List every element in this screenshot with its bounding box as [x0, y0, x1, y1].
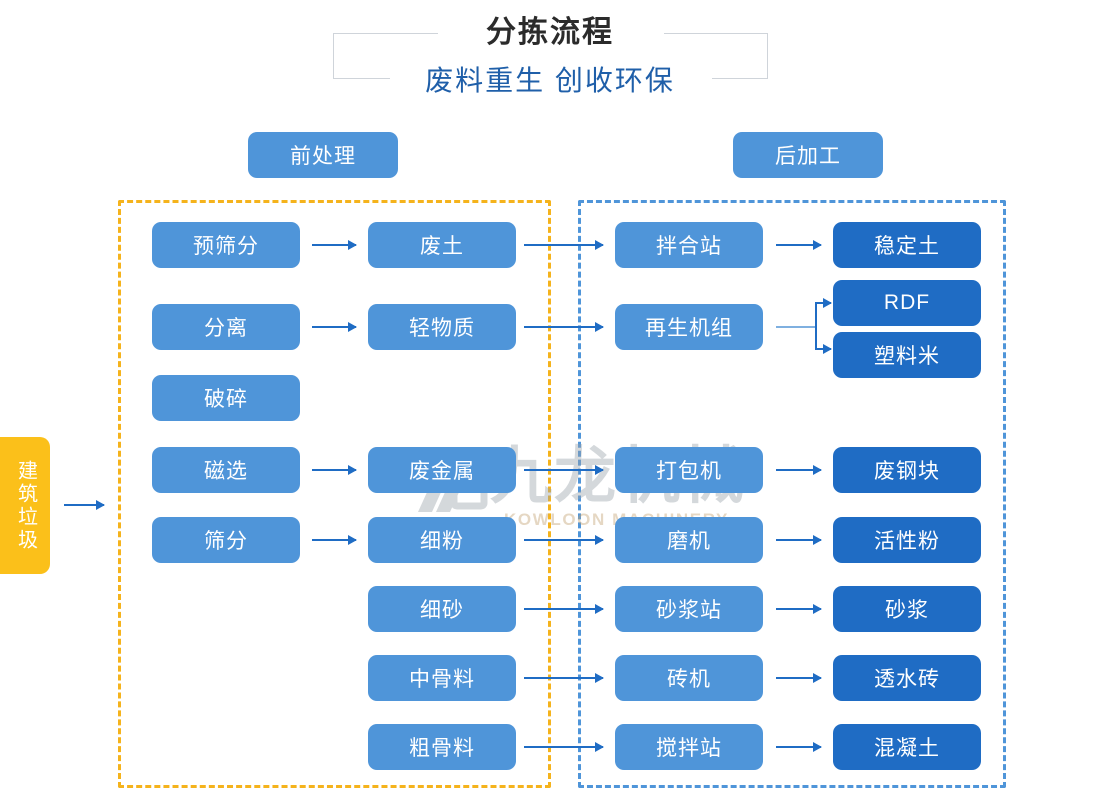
- node-r1-c4-rdf[interactable]: RDF: [833, 280, 981, 326]
- fork-stem-r1: [776, 326, 816, 328]
- node-r5-c4[interactable]: 砂浆: [833, 586, 981, 632]
- title-frame-gap-bottom: [390, 70, 712, 86]
- node-r6-c3[interactable]: 砖机: [615, 655, 763, 701]
- page-subtitle: 废料重生 创收环保: [425, 65, 675, 96]
- node-r1-c1[interactable]: 分离: [152, 304, 300, 350]
- node-r7-c2[interactable]: 粗骨料: [368, 724, 516, 770]
- input-node-label: 建筑垃圾: [14, 459, 37, 552]
- arrow-r5-c2-c3: [524, 604, 604, 614]
- node-r0-c1[interactable]: 预筛分: [152, 222, 300, 268]
- node-r3-c3[interactable]: 打包机: [615, 447, 763, 493]
- arrow-r5-c3-c4: [776, 604, 822, 614]
- node-r6-c2[interactable]: 中骨料: [368, 655, 516, 701]
- node-r4-c2[interactable]: 细粉: [368, 517, 516, 563]
- node-r1-c2[interactable]: 轻物质: [368, 304, 516, 350]
- node-r3-c2[interactable]: 废金属: [368, 447, 516, 493]
- node-r5-c3[interactable]: 砂浆站: [615, 586, 763, 632]
- node-r4-c1[interactable]: 筛分: [152, 517, 300, 563]
- arrow-r3-c2-c3: [524, 465, 604, 475]
- arrow-r3-c3-c4: [776, 465, 822, 475]
- node-r5-c2[interactable]: 细砂: [368, 586, 516, 632]
- page-title: 分拣流程: [486, 16, 614, 49]
- node-r0-c3[interactable]: 拌合站: [615, 222, 763, 268]
- arrow-r4-c1-c2: [312, 535, 357, 545]
- node-r3-c4[interactable]: 废钢块: [833, 447, 981, 493]
- arrow-r1-c1-c2: [312, 322, 357, 332]
- arrow-r0-c2-c3: [524, 240, 604, 250]
- fork-bar-r1: [815, 303, 817, 350]
- arrow-input-to-pipeline: [64, 500, 105, 510]
- title-frame-gap-top: [438, 28, 664, 42]
- stage-label-post-processing[interactable]: 后加工: [733, 132, 883, 178]
- node-r7-c3[interactable]: 搅拌站: [615, 724, 763, 770]
- arrow-r4-c3-c4: [776, 535, 822, 545]
- arrow-r4-c2-c3: [524, 535, 604, 545]
- arrow-r6-c3-c4: [776, 673, 822, 683]
- group-container-post-processing: [578, 200, 1006, 788]
- node-r7-c4[interactable]: 混凝土: [833, 724, 981, 770]
- node-r6-c4[interactable]: 透水砖: [833, 655, 981, 701]
- node-r4-c3[interactable]: 磨机: [615, 517, 763, 563]
- arrow-r3-c1-c2: [312, 465, 357, 475]
- arrow-r7-c3-c4: [776, 742, 822, 752]
- arrow-r1-fork-to-rdf: [815, 298, 832, 308]
- node-r0-c4[interactable]: 稳定土: [833, 222, 981, 268]
- group-container-pre-processing: [118, 200, 551, 788]
- arrow-r6-c2-c3: [524, 673, 604, 683]
- arrow-r1-fork-to-plastic: [815, 344, 832, 354]
- node-r1-c3[interactable]: 再生机组: [615, 304, 763, 350]
- node-r2-c1[interactable]: 破碎: [152, 375, 300, 421]
- node-r4-c4[interactable]: 活性粉: [833, 517, 981, 563]
- arrow-r0-c1-c2: [312, 240, 357, 250]
- node-r1-c4-plastic-pellets[interactable]: 塑料米: [833, 332, 981, 378]
- arrow-r1-c2-c3: [524, 322, 604, 332]
- node-r0-c2[interactable]: 废土: [368, 222, 516, 268]
- arrow-r0-c3-c4: [776, 240, 822, 250]
- arrow-r7-c2-c3: [524, 742, 604, 752]
- input-node-construction-waste[interactable]: 建筑垃圾: [0, 437, 50, 574]
- stage-label-pre-processing[interactable]: 前处理: [248, 132, 398, 178]
- node-r3-c1[interactable]: 磁选: [152, 447, 300, 493]
